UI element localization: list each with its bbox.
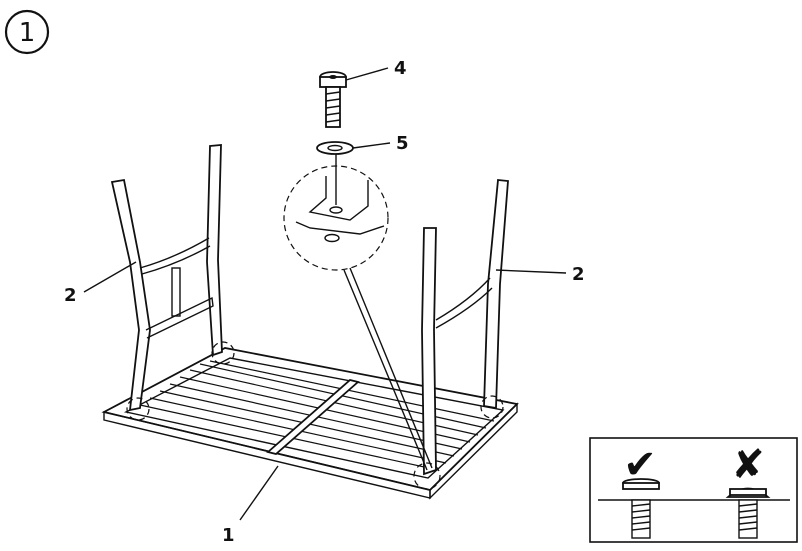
callout-leg-right: 2 [572, 264, 585, 285]
leg-left [110, 144, 223, 412]
foot-detail-markers [126, 341, 504, 490]
callout-leg-left: 2 [64, 285, 77, 306]
correct-washer-bolt [622, 478, 660, 539]
washer-orientation-inset: ✔ ✘ [589, 437, 798, 543]
step-badge: 1 [4, 9, 50, 55]
callout-washer: 5 [396, 133, 409, 154]
leg-right [421, 179, 509, 476]
table-frame [101, 347, 519, 500]
callout-frame: 1 [222, 525, 235, 546]
callout-bolt: 4 [394, 58, 407, 79]
step-number: 1 [19, 18, 36, 48]
detail-magnifier [283, 154, 433, 471]
incorrect-washer-bolt [725, 487, 771, 539]
washer-part-5 [316, 141, 354, 155]
incorrect-cross-icon: ✘ [731, 442, 765, 488]
bolt-part-4 [319, 71, 347, 128]
leader-lines [83, 67, 567, 521]
